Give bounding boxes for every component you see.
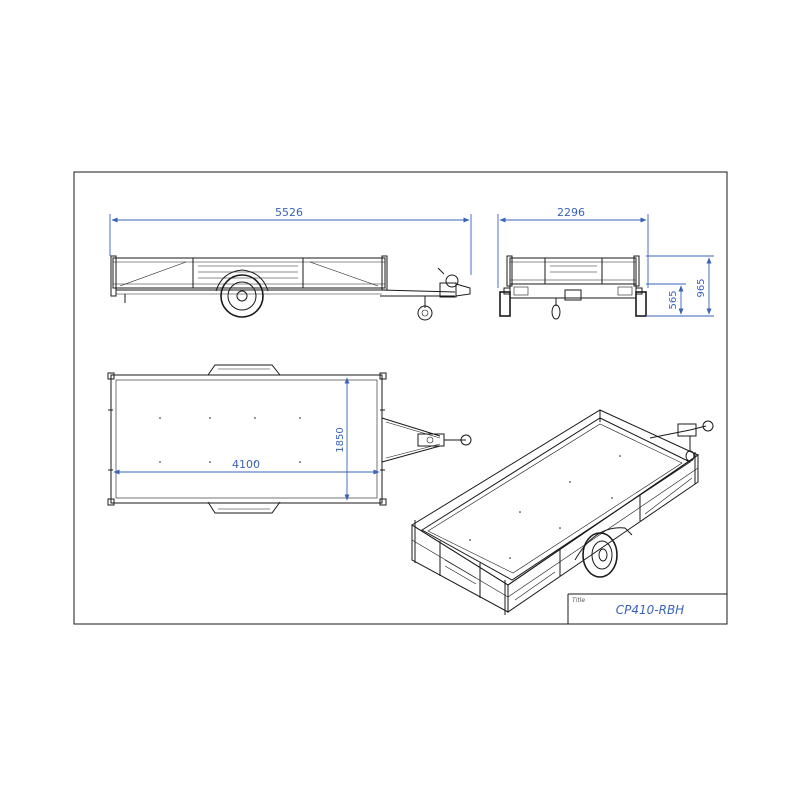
dim-overall-length-label: 5526 <box>275 206 303 219</box>
drawing-frame <box>73 171 728 625</box>
top-view <box>107 364 472 514</box>
title-block <box>567 593 727 624</box>
dim-side-height-label: 965 <box>696 278 707 297</box>
title-block-title: CP410-RBH <box>616 603 684 617</box>
dim-bed-length-label: 4100 <box>232 458 260 471</box>
dim-overall-width-label: 2296 <box>557 206 585 219</box>
isometric-view <box>411 409 714 615</box>
side-view <box>110 255 471 321</box>
title-block-label: Title <box>572 597 585 604</box>
dim-overall-length <box>109 214 472 275</box>
dim-bed-height-label: 565 <box>668 290 679 309</box>
dim-bed-width-label: 1850 <box>335 427 346 452</box>
front-view <box>499 255 647 320</box>
dim-heights <box>646 255 714 317</box>
dim-overall-width <box>497 214 649 288</box>
